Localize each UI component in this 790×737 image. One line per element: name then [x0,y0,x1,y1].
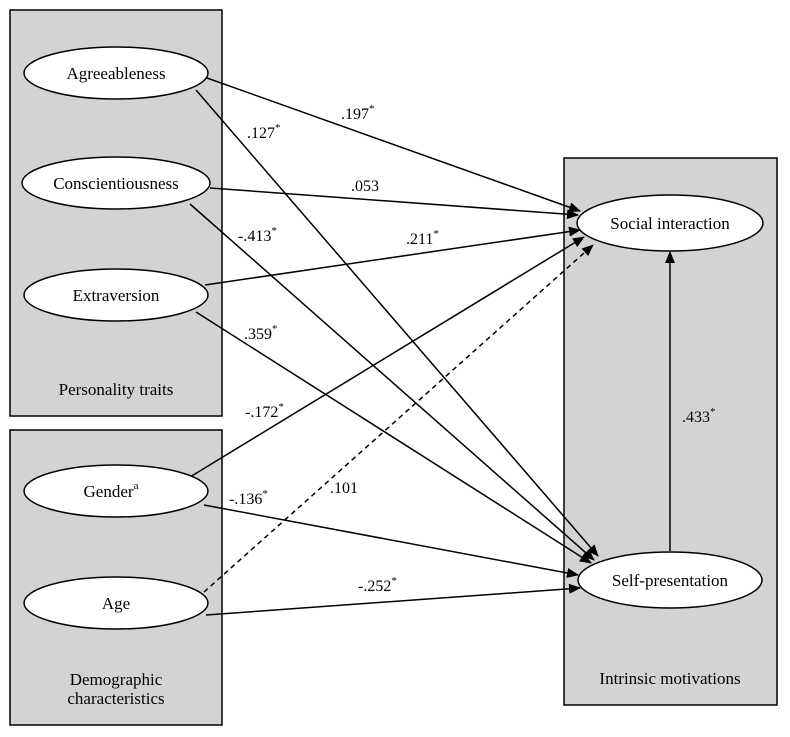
coef-age-social: .101 [330,480,358,497]
node-conscientiousness [21,156,211,210]
intrinsic-motivations-title: Intrinsic motivations [599,669,740,688]
demographic-title-line2: characteristics [67,689,164,708]
gender-superscript: a [134,480,139,492]
coef-extraversion-social: .211* [406,228,439,248]
node-age [23,576,209,630]
node-gender-label: Gendera [84,480,139,501]
node-age-label: Age [102,594,130,613]
edge-extraversion-self [195,311,592,564]
edge-agreeableness-social [206,77,581,213]
coef-gender-social: -.172* [245,401,284,421]
edge-extraversion-social [204,226,581,286]
node-social-interaction-label: Social interaction [610,214,730,233]
node-gender [23,464,209,518]
coef-agreeableness-self: .127* [247,122,281,142]
node-social-interaction [576,194,764,252]
node-extraversion [23,268,209,322]
personality-traits-title: Personality traits [59,380,174,399]
node-agreeableness-label: Agreeableness [66,64,165,83]
node-conscientiousness-label: Conscientiousness [53,174,179,193]
node-extraversion-label: Extraversion [73,286,160,305]
demographic-title-line1: Demographic [70,670,163,689]
coef-conscientiousness-social: .053 [351,178,379,195]
edge-age-self [205,583,581,616]
edge-age-social [203,244,594,593]
edge-gender-social [189,236,585,478]
node-self-presentation [577,551,763,609]
coef-conscientiousness-self: -.413* [238,225,277,245]
coef-age-self: -.252* [358,575,397,595]
coef-self-social: .433* [682,406,716,426]
edge-agreeableness-self [195,89,599,557]
coef-extraversion-self: .359* [244,323,278,343]
node-self-presentation-label: Self-presentation [612,571,729,590]
coef-agreeableness-social: .197* [341,103,375,123]
node-agreeableness [23,46,209,100]
coef-gender-self: -.136* [229,488,268,508]
edge-gender-self [203,504,579,578]
edge-conscientiousness-self [189,203,595,561]
edge-conscientiousness-social [209,187,579,220]
gender-text: Gender [84,482,134,501]
